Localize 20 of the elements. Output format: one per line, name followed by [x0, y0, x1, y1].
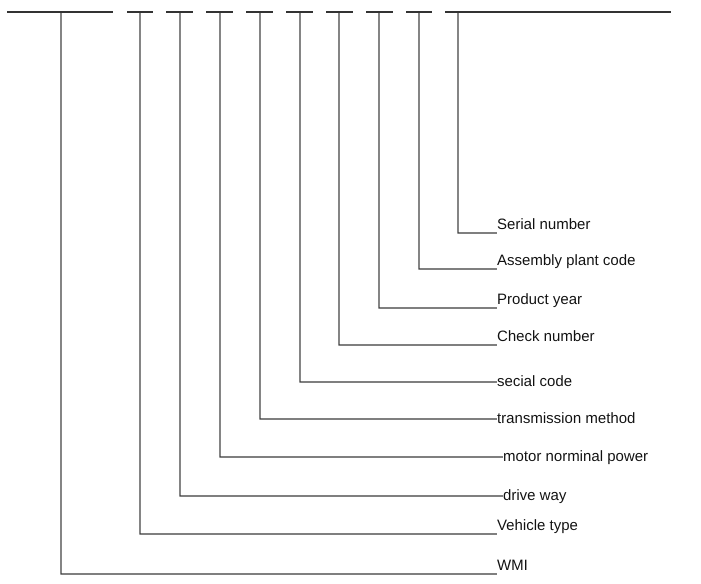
leader-line	[378, 13, 497, 309]
leader-line	[60, 13, 497, 575]
leader-line	[139, 13, 497, 535]
leader-line	[299, 13, 497, 383]
part-label: Product year	[497, 291, 582, 309]
leader-line	[259, 13, 497, 420]
part-label: Vehicle type	[497, 517, 578, 535]
part-label: transmission method	[497, 410, 636, 428]
part-label: Assembly plant code	[497, 252, 636, 270]
leader-line	[179, 13, 503, 497]
part-label: motor norminal power	[503, 448, 648, 466]
part-label: drive way	[503, 487, 566, 505]
leader-line	[457, 13, 497, 234]
part-label: secial code	[497, 373, 572, 391]
part-label: Check number	[497, 328, 595, 346]
part-label: Serial number	[497, 216, 590, 234]
leader-line	[219, 13, 503, 458]
leader-line	[418, 13, 497, 270]
part-label: WMI	[497, 557, 528, 575]
leader-line	[338, 13, 497, 346]
